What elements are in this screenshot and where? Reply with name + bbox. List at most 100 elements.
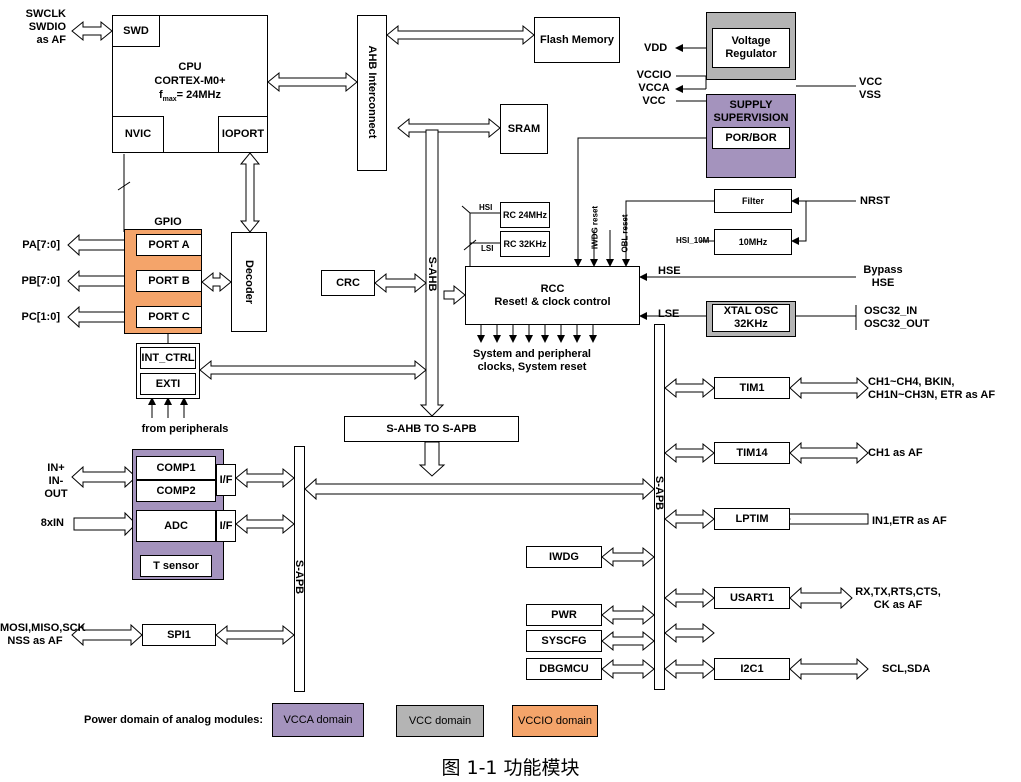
from-peripherals-label: from peripherals — [141, 423, 229, 435]
pa-pins: PA[7:0] — [22, 239, 60, 251]
debug-pins-label: SWCLK SWDIO as AF — [25, 8, 66, 46]
s-apb-right-bar — [654, 324, 665, 690]
rcc-output-arrows — [477, 325, 597, 343]
tim14-block: TIM14 — [714, 442, 790, 464]
legend-vcca: VCCA domain — [272, 703, 364, 737]
figure-caption: 图 1-1 功能模块 — [441, 757, 580, 779]
ahb-flash-bus-arrow — [386, 24, 535, 46]
adc-input-arrow — [73, 511, 137, 537]
bypass-hse-label: Bypass HSE — [863, 264, 903, 289]
comp-interface: I/F — [216, 464, 236, 496]
lptim-apb-arrow — [664, 508, 715, 530]
s-apb-right-label: S-APB — [653, 475, 665, 511]
tim1-pins: CH1~CH4, BKIN, CH1N~CH3N, ETR as AF — [868, 376, 996, 401]
voltage-regulator: Voltage Regulator — [712, 28, 790, 68]
crc-block: CRC — [321, 270, 375, 296]
comp-pins: IN+ IN- OUT — [44, 462, 68, 500]
i2c1-pin-arrow — [789, 657, 869, 681]
ahb-apb-bridge: S-AHB TO S-APB — [344, 416, 519, 442]
osc-10mhz: 10MHz — [714, 229, 792, 255]
lptim-pin-arrow — [778, 507, 869, 531]
syscfg-block: SYSCFG — [526, 630, 602, 652]
ahb-interconnect-label: AHB Interconnect — [366, 45, 378, 139]
cpu-core: CORTEX-M0+ — [154, 75, 226, 87]
vcc-vss-label: VCC VSS — [859, 76, 883, 101]
s-ahb-bus-arrow — [419, 129, 445, 417]
vccio-list: VCCIO VCCA VCC — [636, 69, 672, 107]
tim1-block: TIM1 — [714, 377, 790, 399]
spi1-block: SPI1 — [142, 624, 216, 646]
pwr-block: PWR — [526, 604, 602, 626]
vdd-label: VDD — [644, 42, 668, 54]
cpu-title: CPU — [178, 61, 202, 73]
apb-spare-arrow — [664, 622, 715, 644]
usart1-apb-arrow — [664, 587, 715, 609]
pb-pins: PB[7:0] — [21, 275, 60, 287]
s-ahb-label: S-AHB — [426, 256, 438, 292]
rcc-block: RCC Reset! & clock control — [465, 266, 640, 325]
obl-reset-label: OBL reset — [620, 214, 630, 253]
swd-block: SWD — [112, 15, 160, 47]
i2c1-pins: SCL,SDA — [882, 663, 931, 675]
usart1-pin-arrow — [789, 586, 853, 610]
decoder-block — [231, 232, 267, 332]
iwdg-apb-arrow — [601, 546, 655, 568]
s-apb-left-bar — [294, 446, 305, 692]
sahb-rcc-arrow — [443, 284, 466, 306]
lse-label: LSE — [658, 308, 680, 320]
legend-vccio: VCCIO domain — [512, 705, 598, 737]
int-ctrl: INT_CTRL — [140, 347, 196, 369]
cpu-ahb-bus-arrow — [267, 71, 358, 93]
pwr-apb-arrow — [601, 604, 655, 626]
syscfg-apb-arrow — [601, 630, 655, 652]
i2c1-block: I2C1 — [714, 658, 790, 680]
pc-pins: PC[1:0] — [21, 311, 60, 323]
legend-label: Power domain of analog modules: — [84, 714, 264, 726]
ioport-block: IOPORT — [218, 116, 268, 153]
hsi-10m-label: HSI_10M — [676, 236, 710, 245]
gpio-title: GPIO — [154, 216, 182, 228]
port-a: PORT A — [136, 234, 202, 256]
adc-apb-arrow — [235, 513, 295, 535]
nrst-label: NRST — [860, 195, 890, 207]
cpu-fmax: fmax= 24MHz — [158, 89, 221, 104]
rc-24mhz: RC 24MHz — [500, 202, 550, 228]
tim1-apb-arrow — [664, 377, 715, 399]
i2c1-apb-arrow — [664, 658, 715, 680]
sram-block: SRAM — [500, 104, 548, 154]
xtal-osc: XTAL OSC 32KHz — [712, 304, 790, 332]
tim14-pin-arrow — [789, 441, 869, 465]
t-sensor: T sensor — [140, 555, 212, 577]
legend-vcc: VCC domain — [396, 705, 484, 737]
bridge-down-arrow — [418, 441, 446, 477]
flash-memory: Flash Memory — [534, 17, 620, 63]
iwdg-reset-label: IWDG reset — [590, 205, 600, 250]
exti-block: EXTI — [140, 373, 196, 395]
hsi-label: HSI — [479, 203, 493, 212]
comp1: COMP1 — [136, 456, 216, 480]
osc32-pins: OSC32_IN OSC32_OUT — [864, 305, 930, 330]
apb-main-bus-arrow — [304, 477, 655, 501]
decoder-label: Decoder — [243, 259, 255, 305]
lptim-block: LPTIM — [714, 508, 790, 530]
crc-bus-arrow — [374, 272, 427, 294]
iwdg-block: IWDG — [526, 546, 602, 568]
port-c: PORT C — [136, 306, 202, 328]
gpio-decoder-arrow — [201, 271, 232, 293]
port-b: PORT B — [136, 270, 202, 292]
ioport-decoder-arrow — [239, 152, 261, 233]
ahb-interconnect-bar — [357, 15, 387, 171]
adc-interface: I/F — [216, 510, 236, 542]
dbgmcu-block: DBGMCU — [526, 658, 602, 680]
clock-outputs-label: System and peripheral clocks, System res… — [473, 348, 591, 373]
tim14-pins: CH1 as AF — [868, 447, 923, 459]
spi1-pins: MOSI,MISO,SCK NSS as AF — [0, 622, 86, 647]
usart1-block: USART1 — [714, 587, 790, 609]
comp2: COMP2 — [136, 480, 216, 502]
usart1-pins: RX,TX,RTS,CTS, CK as AF — [855, 586, 941, 611]
nrst-filter: Filter — [714, 189, 792, 213]
lptim-pins: IN1,ETR as AF — [872, 515, 947, 527]
rc-32khz: RC 32KHz — [500, 231, 550, 257]
